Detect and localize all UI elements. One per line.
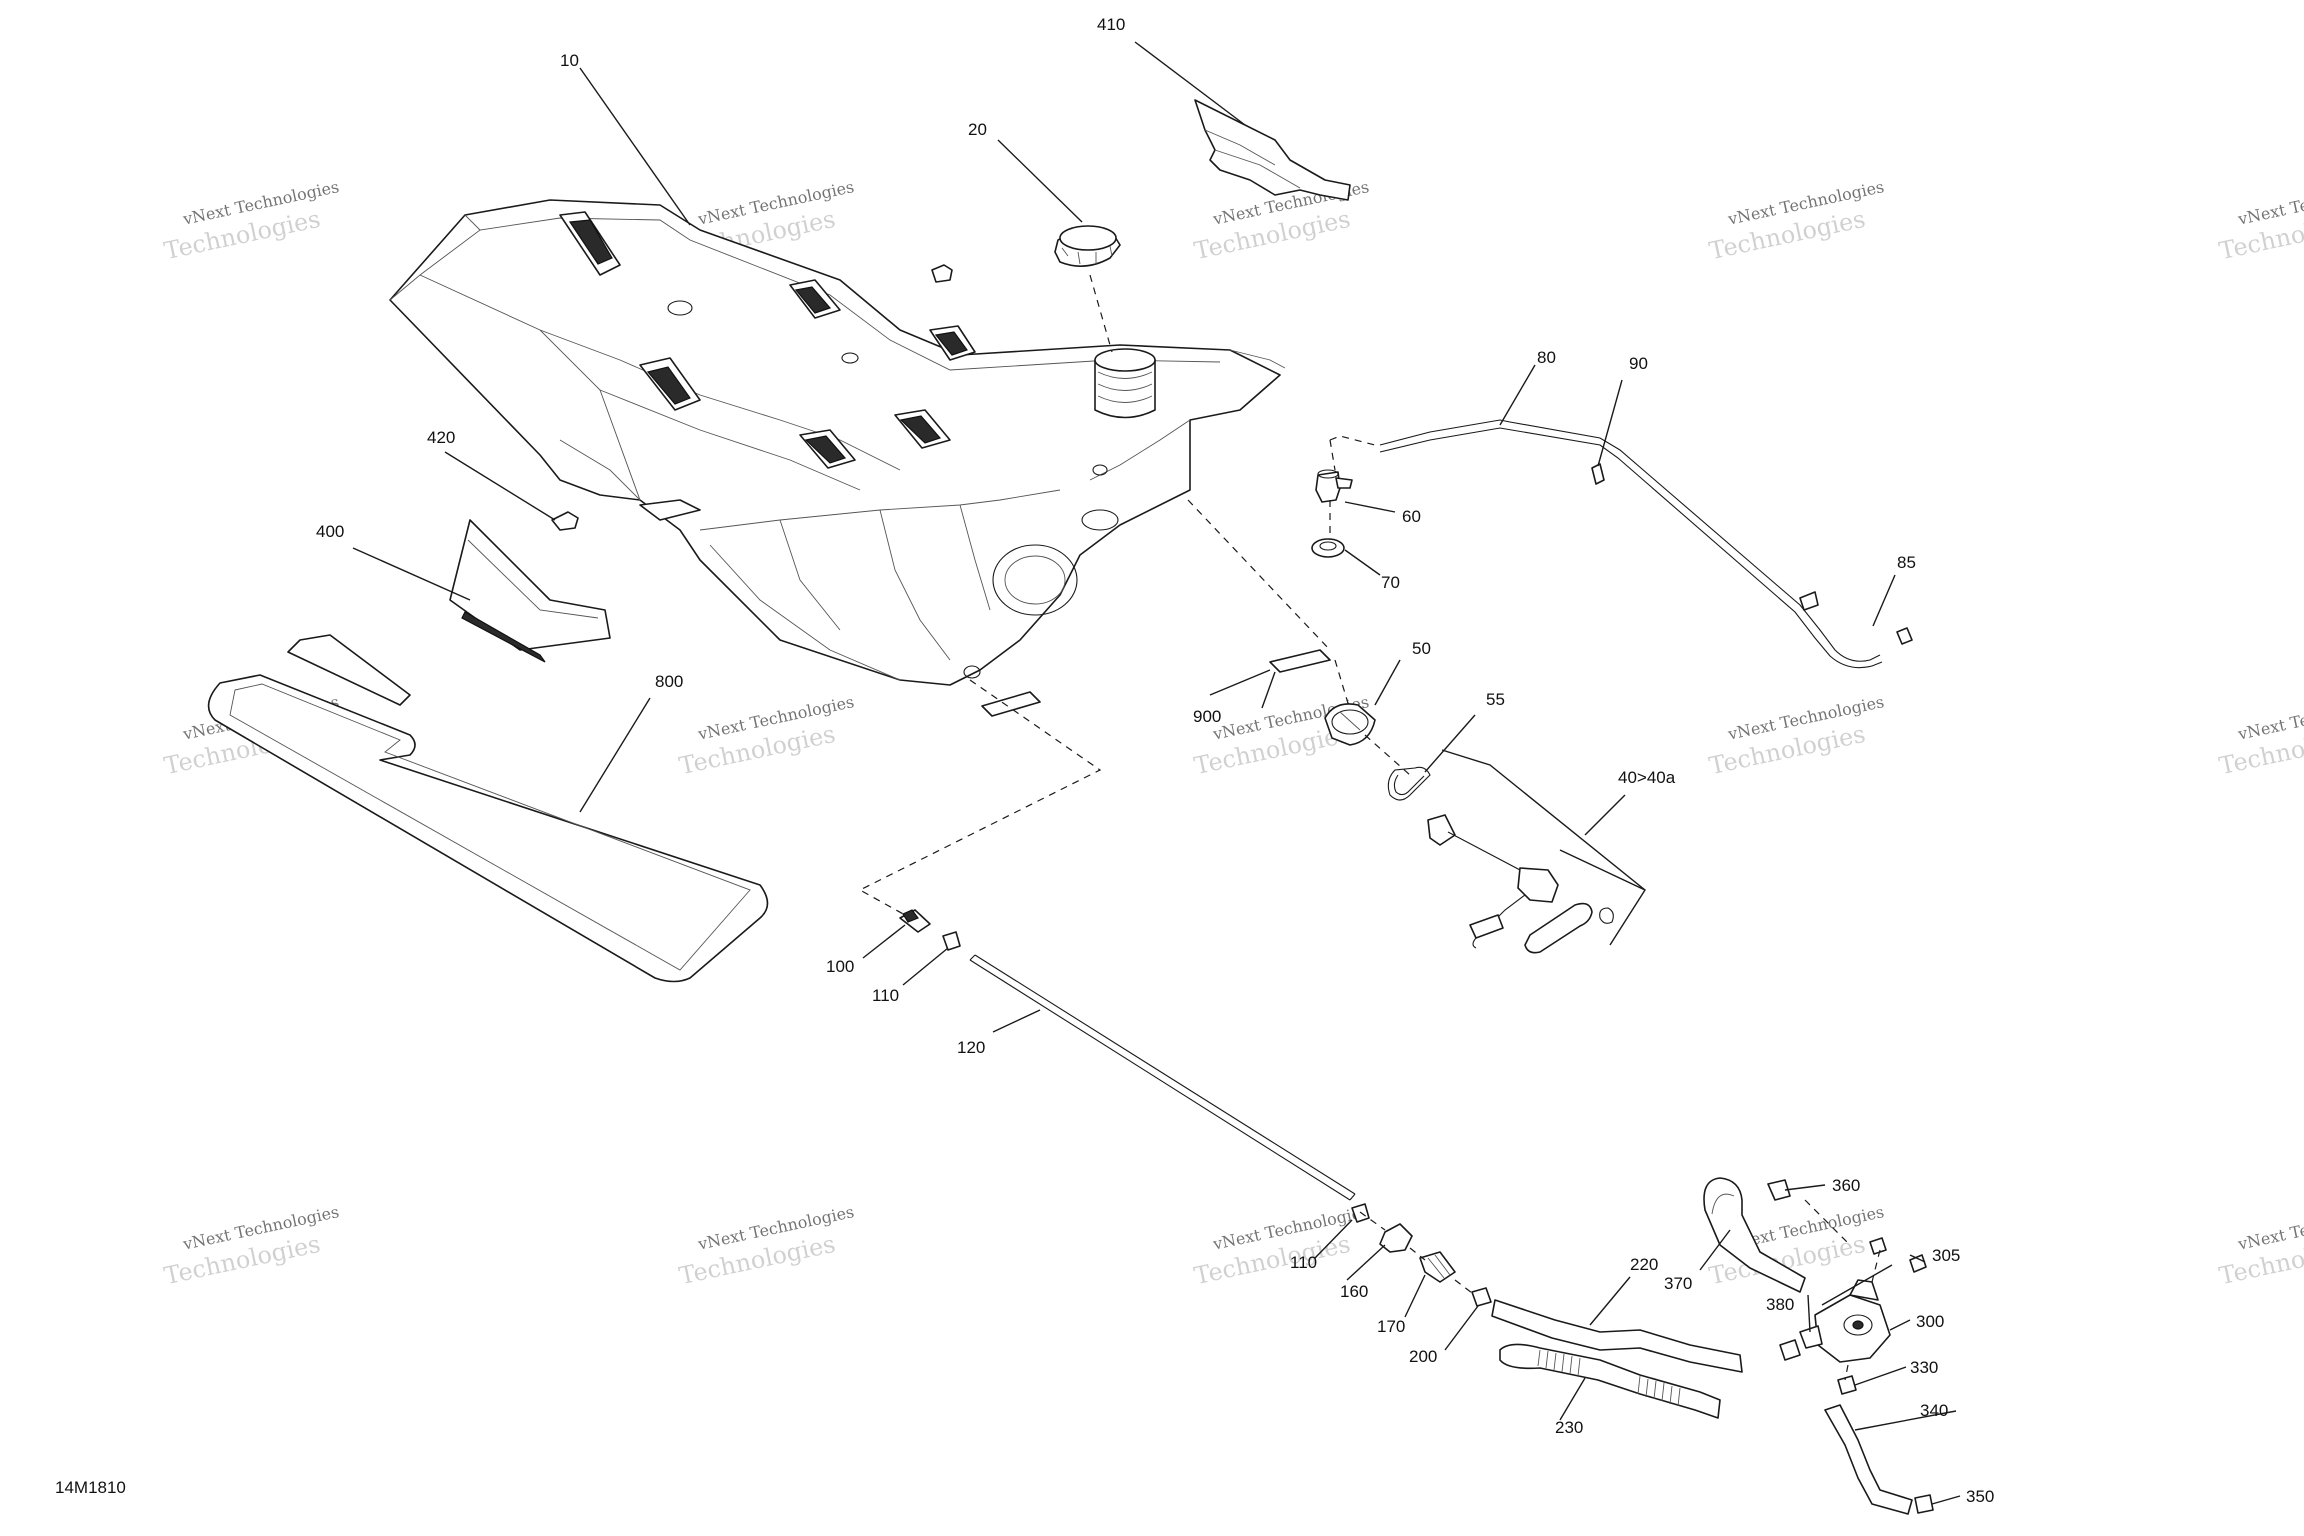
part-80-vent-hose <box>1379 419 1883 669</box>
callout-800: 800 <box>655 672 683 691</box>
part-360-clamp <box>1767 1179 1791 1201</box>
part-50-lock-ring <box>1324 703 1376 746</box>
callout-120: 120 <box>957 1038 985 1057</box>
callout-370: 370 <box>1664 1274 1692 1293</box>
callout-380: 380 <box>1766 1295 1794 1314</box>
part-350-clamp <box>1914 1494 1934 1514</box>
part-160-grommet <box>1379 1223 1413 1253</box>
callout-90: 90 <box>1629 354 1648 373</box>
part-60-vent-valve <box>1315 469 1353 503</box>
callout-400: 400 <box>316 522 344 541</box>
part-10-fuel-tank <box>389 199 1286 686</box>
part-230-fuel-hose-sleeve <box>1499 1343 1721 1419</box>
callout-340: 340 <box>1920 1401 1948 1420</box>
part-200-clamp <box>1471 1287 1492 1307</box>
part-330-clamp <box>1837 1375 1857 1395</box>
part-800-pad <box>207 634 769 983</box>
callout-330: 330 <box>1910 1358 1938 1377</box>
callout-220: 220 <box>1630 1255 1658 1274</box>
callout-110: 110 <box>1290 1253 1317 1272</box>
leader-lines <box>352 41 1961 1505</box>
callout-85: 85 <box>1897 553 1916 572</box>
callout-160: 160 <box>1340 1282 1368 1301</box>
part-90-clip <box>1591 463 1605 485</box>
callout-labels: 10 20 410 420 400 800 60 70 80 90 85 50 … <box>316 15 1994 1506</box>
callout-20: 20 <box>968 120 987 139</box>
callout-300: 300 <box>1916 1312 1944 1331</box>
part-40-fuel-pump-module <box>1427 814 1614 954</box>
callout-420: 420 <box>427 428 455 447</box>
part-100-fitting <box>899 909 931 933</box>
callout-200: 200 <box>1409 1347 1437 1366</box>
drawing-reference-number: 14M1810 <box>55 1478 126 1497</box>
part-340-hose <box>1824 1404 1913 1515</box>
part-900-foam-pad <box>981 649 1331 717</box>
callout-80: 80 <box>1537 348 1556 367</box>
part-370-hose <box>1703 1177 1806 1293</box>
callout-230: 230 <box>1555 1418 1583 1437</box>
assembly-lines <box>858 274 1881 1381</box>
part-170-connector <box>1419 1251 1456 1283</box>
part-20-filler-cap <box>1054 225 1121 267</box>
callout-70: 70 <box>1381 573 1400 592</box>
part-380-fitting <box>1779 1339 1801 1361</box>
callout-100: 100 <box>826 957 854 976</box>
callout-55: 55 <box>1486 690 1505 709</box>
part-410-deflector <box>1194 99 1351 201</box>
callout-110: 110 <box>872 986 899 1005</box>
callout-60: 60 <box>1402 507 1421 526</box>
callout-10: 10 <box>560 51 579 70</box>
part-420-clip <box>551 264 953 531</box>
callout-305: 305 <box>1932 1246 1960 1265</box>
callout-410: 410 <box>1097 15 1125 34</box>
callout-350: 350 <box>1966 1487 1994 1506</box>
callout-900: 900 <box>1193 707 1221 726</box>
callout-360: 360 <box>1832 1176 1860 1195</box>
part-120-fuel-line <box>969 954 1356 1201</box>
part-85-end-cap <box>1799 591 1913 645</box>
part-305-clamp <box>1869 1237 1927 1273</box>
part-70-grommet <box>1311 538 1345 558</box>
callout-50: 50 <box>1412 639 1431 658</box>
callout-170: 170 <box>1377 1317 1405 1336</box>
part-400-side-panel <box>449 519 611 663</box>
part-55-gasket <box>1387 766 1431 801</box>
callout-40-40a: 40>40a <box>1618 768 1676 787</box>
part-220-fuel-hose <box>1491 1299 1743 1373</box>
